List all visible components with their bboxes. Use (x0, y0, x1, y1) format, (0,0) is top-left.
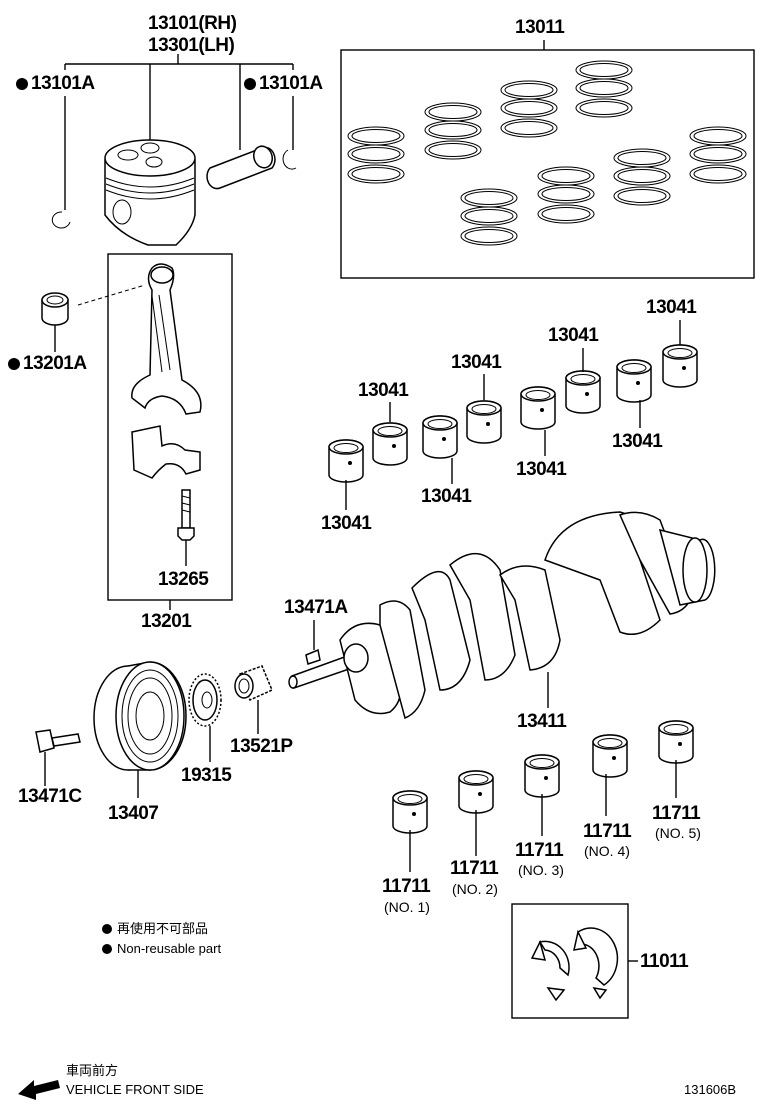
label-ring-set: 13011 (515, 17, 565, 38)
timing-gear-icon (188, 673, 222, 762)
pulley-bolt-icon (35, 729, 81, 786)
label-rod-bearing-6: 13041 (516, 459, 567, 480)
ring-set-box (340, 40, 755, 279)
piston-pin-icon (206, 145, 276, 190)
label-snap-ring-right: 13101A (244, 74, 323, 93)
label-main-bearing-2: 11711 (450, 858, 499, 879)
label-piston-lh: 13301(LH) (148, 35, 235, 56)
label-crankshaft: 13411 (517, 711, 567, 732)
non-reusable-dot-icon (102, 924, 112, 934)
crankshaft-icon (288, 511, 716, 720)
label-main-bearing-no4: (NO. 4) (584, 843, 630, 859)
label-rod-bearing-5: 13041 (612, 431, 663, 452)
label-main-bearing-no3: (NO. 3) (518, 862, 564, 878)
direction-jp: 車両前方 (66, 1063, 119, 1078)
label-rod-bearing-7: 13041 (421, 486, 472, 507)
label-rod-bearing-2: 13041 (548, 325, 599, 346)
piston-leader-lines (64, 54, 294, 210)
label-rod-bolt: 13265 (158, 569, 209, 590)
label-rod-assy: 13201 (141, 611, 192, 632)
main-bearings (392, 720, 694, 872)
label-rod-bearing-8: 13041 (321, 513, 372, 534)
legend-en: Non-reusable part (102, 942, 221, 955)
legend-jp: 再使用不可部品 (102, 922, 208, 935)
label-rod-bearing-4: 13041 (358, 380, 409, 401)
label-key: 13471A (284, 597, 348, 618)
sprocket-icon (234, 665, 273, 734)
label-bushing: 13201A (8, 354, 87, 373)
label-main-bearing-3: 11711 (515, 840, 564, 861)
label-main-bearing-no1: (NO. 1) (384, 899, 430, 915)
label-main-bearing-4: 11711 (583, 821, 632, 842)
figure-code: 131606B (684, 1082, 737, 1097)
label-snap-ring-left: 13101A (16, 74, 95, 93)
label-pulley-bolt: 13471C (18, 786, 82, 807)
bushing-icon (41, 292, 69, 352)
label-thrust-washer: 11011 (640, 951, 689, 972)
front-direction-arrow-icon (18, 1080, 60, 1100)
label-piston-rh: 13101(RH) (148, 13, 237, 34)
label-rod-bearing-3: 13041 (451, 352, 502, 373)
label-rod-bearing-1: 13041 (646, 297, 697, 318)
label-main-bearing-no5: (NO. 5) (655, 825, 701, 841)
label-pulley: 13407 (108, 803, 159, 824)
pulley-icon (93, 661, 187, 798)
label-main-bearing-5: 11711 (652, 803, 701, 824)
non-reusable-dot-icon (244, 78, 256, 90)
thrust-washer-box (511, 903, 638, 1019)
key-icon (305, 620, 321, 665)
connecting-rod-box (77, 253, 233, 610)
label-main-bearing-1: 11711 (382, 876, 431, 897)
label-sprocket: 13521P (230, 736, 293, 757)
non-reusable-dot-icon (8, 358, 20, 370)
non-reusable-dot-icon (16, 78, 28, 90)
direction-en: VEHICLE FRONT SIDE (66, 1082, 204, 1097)
snap-ring-right-icon (282, 149, 297, 170)
snap-ring-left-icon (51, 211, 71, 229)
non-reusable-dot-icon (102, 944, 112, 954)
label-main-bearing-no2: (NO. 2) (452, 881, 498, 897)
label-timing-gear: 19315 (181, 765, 232, 786)
rod-bearings (328, 320, 698, 510)
piston-icon (104, 139, 196, 246)
